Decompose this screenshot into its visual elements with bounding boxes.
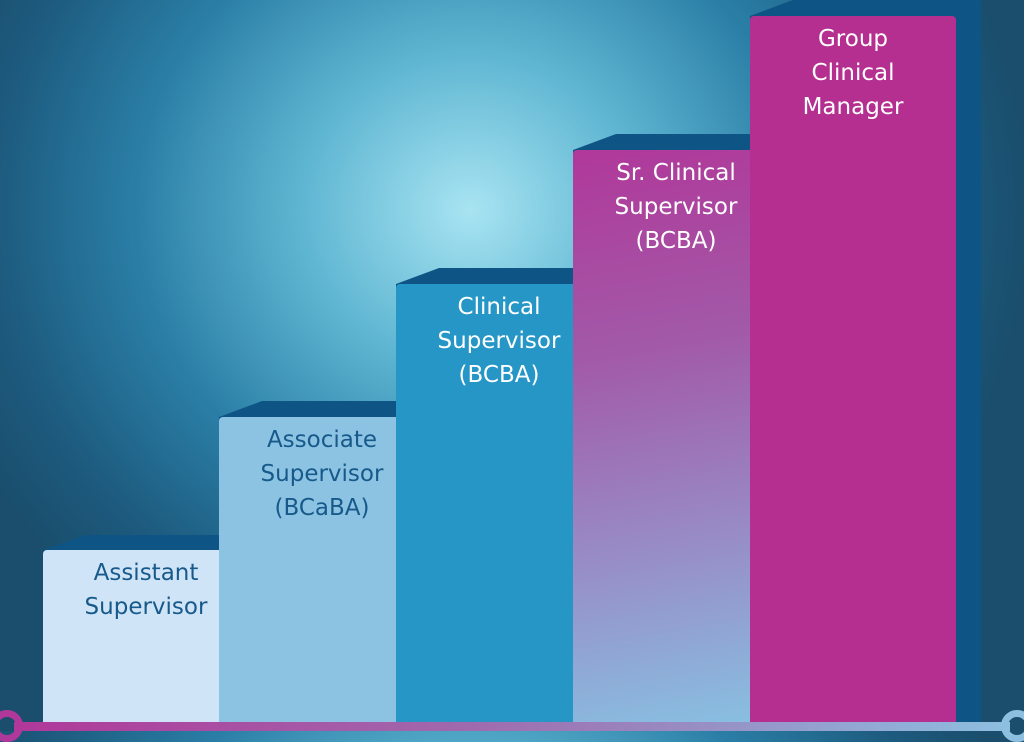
- step-label-line: (BCBA): [458, 362, 540, 388]
- step-associate-supervisor: Associate Supervisor (BCaBA): [219, 417, 425, 722]
- step-clinical-supervisor: Clinical Supervisor (BCBA): [396, 284, 602, 722]
- step-label-line: Supervisor: [437, 328, 561, 354]
- step-label-line: Supervisor: [84, 594, 208, 620]
- step-label-line: Associate: [266, 427, 378, 453]
- step-label-line: Sr. Clinical: [616, 160, 736, 186]
- step-assistant-supervisor: Assistant Supervisor: [43, 550, 249, 722]
- step-label-line: Supervisor: [614, 194, 738, 220]
- right-ring-icon: [1001, 710, 1024, 742]
- step-label-line: Group: [817, 26, 889, 52]
- step-label-line: Clinical: [811, 60, 895, 86]
- step-group-clinical-manager: Group Clinical Manager: [750, 16, 956, 722]
- step-label-line: Manager: [802, 94, 904, 120]
- baseline-bar: [14, 722, 1010, 731]
- step-label-line: (BCaBA): [274, 495, 370, 521]
- step-label-line: Supervisor: [260, 461, 384, 487]
- step-label-line: Assistant: [93, 560, 199, 586]
- step-label-line: (BCBA): [635, 228, 717, 254]
- step-sr-clinical-supervisor: Sr. Clinical Supervisor (BCBA): [573, 150, 779, 722]
- step-label-line: Clinical: [457, 294, 541, 320]
